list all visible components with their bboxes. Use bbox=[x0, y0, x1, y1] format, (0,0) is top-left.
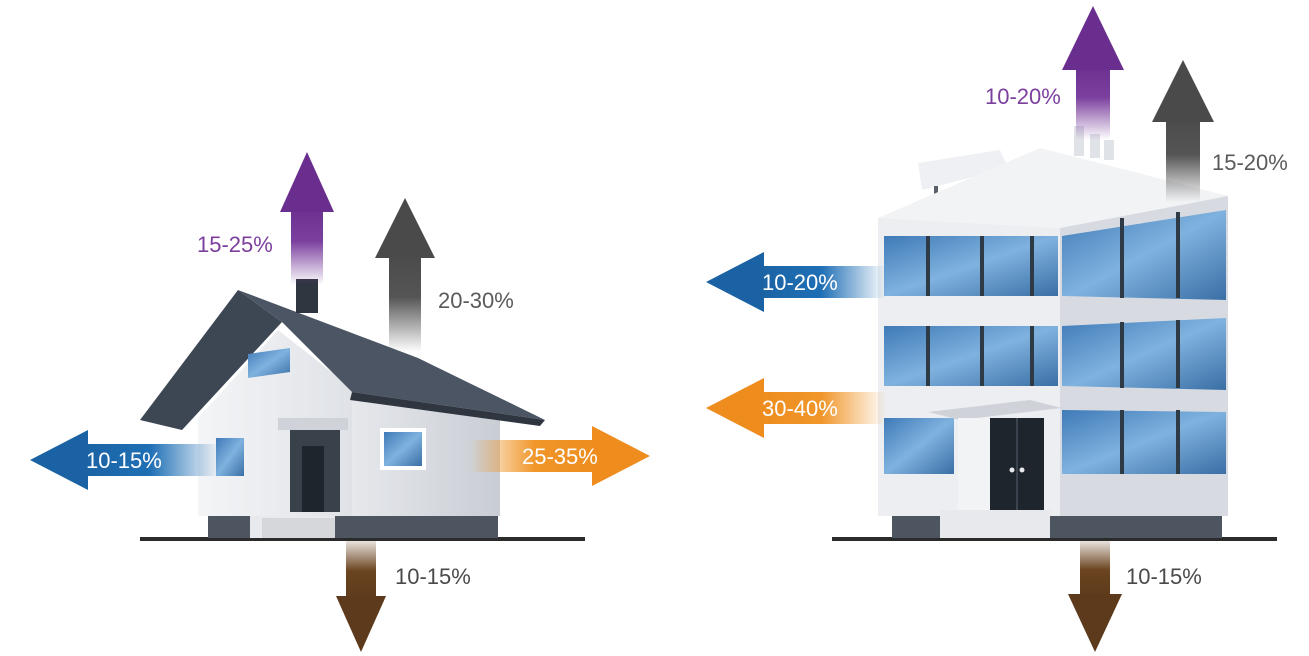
office-front-window-band-2 bbox=[884, 326, 1058, 386]
office-mullion bbox=[980, 326, 984, 386]
office-roof-arrow bbox=[1062, 6, 1124, 140]
office-mullion bbox=[1176, 212, 1180, 298]
office-vent-3 bbox=[1104, 140, 1114, 160]
office-mullion bbox=[980, 236, 984, 296]
house-windows-label: 10-15% bbox=[86, 448, 162, 473]
house-door bbox=[302, 446, 324, 512]
house-windows-arrow bbox=[30, 430, 220, 490]
office-sign-post-left bbox=[934, 186, 938, 198]
house-side-window-glass bbox=[384, 432, 422, 466]
office-mullion bbox=[1120, 322, 1124, 388]
house-roof-arrow bbox=[280, 152, 334, 285]
office-ground-line bbox=[832, 537, 1277, 541]
office-floor-arrow bbox=[1068, 541, 1122, 652]
house-floor-label: 10-15% bbox=[395, 564, 471, 589]
office-hvac-arrow bbox=[1152, 60, 1214, 202]
office-door-handle bbox=[1009, 467, 1015, 473]
office-hvac-label: 15-20% bbox=[1212, 150, 1288, 175]
house-front-window bbox=[216, 438, 244, 476]
office-windows-arrow bbox=[706, 252, 886, 312]
house-roof-left bbox=[140, 290, 282, 430]
office-mullion bbox=[1176, 410, 1180, 474]
house-walls-arrow bbox=[375, 198, 435, 352]
office-group bbox=[832, 126, 1277, 541]
house-group bbox=[140, 279, 585, 541]
office-side-window-band-1 bbox=[1062, 210, 1226, 300]
office-mullion bbox=[1120, 410, 1124, 474]
office-mullion bbox=[926, 326, 930, 386]
house-step-lower bbox=[262, 518, 335, 538]
house-air-label: 25-35% bbox=[522, 444, 598, 469]
house-porch-roof bbox=[278, 418, 348, 430]
office-mullion bbox=[1030, 326, 1034, 386]
office-front-window-band-3 bbox=[884, 418, 954, 474]
office-mullion bbox=[926, 236, 930, 296]
house-attic-window bbox=[248, 348, 290, 378]
house-roof-label: 15-25% bbox=[197, 232, 273, 257]
office-air-arrow bbox=[706, 378, 886, 438]
office-mullion bbox=[1030, 236, 1034, 296]
office-front-window-band-1 bbox=[884, 236, 1058, 296]
office-entrance-wall bbox=[958, 418, 990, 514]
office-air-label: 30-40% bbox=[762, 396, 838, 421]
house-air-arrow bbox=[470, 426, 650, 486]
office-roof bbox=[878, 148, 1228, 228]
office-steps bbox=[940, 510, 1050, 538]
office-mullion bbox=[1176, 320, 1180, 388]
house-roof-main bbox=[238, 290, 545, 420]
house-chimney bbox=[296, 279, 318, 313]
office-door-handle bbox=[1019, 467, 1025, 473]
house-floor-arrow bbox=[336, 541, 386, 652]
house-ground-line bbox=[140, 537, 585, 541]
office-vent-1 bbox=[1074, 126, 1084, 156]
office-roof-label: 10-20% bbox=[985, 84, 1061, 109]
office-entrance-canopy bbox=[928, 400, 1062, 420]
office-rooftop-sign bbox=[918, 150, 1008, 190]
office-side-window-band-2 bbox=[1062, 318, 1226, 390]
office-door-divider bbox=[1016, 418, 1018, 514]
office-side-window-band-3 bbox=[1062, 410, 1226, 474]
office-floor-label: 10-15% bbox=[1126, 564, 1202, 589]
office-vent-2 bbox=[1090, 134, 1100, 158]
office-windows-label: 10-20% bbox=[762, 270, 838, 295]
office-mullion bbox=[1120, 218, 1124, 298]
house-roof-edge bbox=[350, 392, 545, 426]
house-walls-label: 20-30% bbox=[438, 288, 514, 313]
